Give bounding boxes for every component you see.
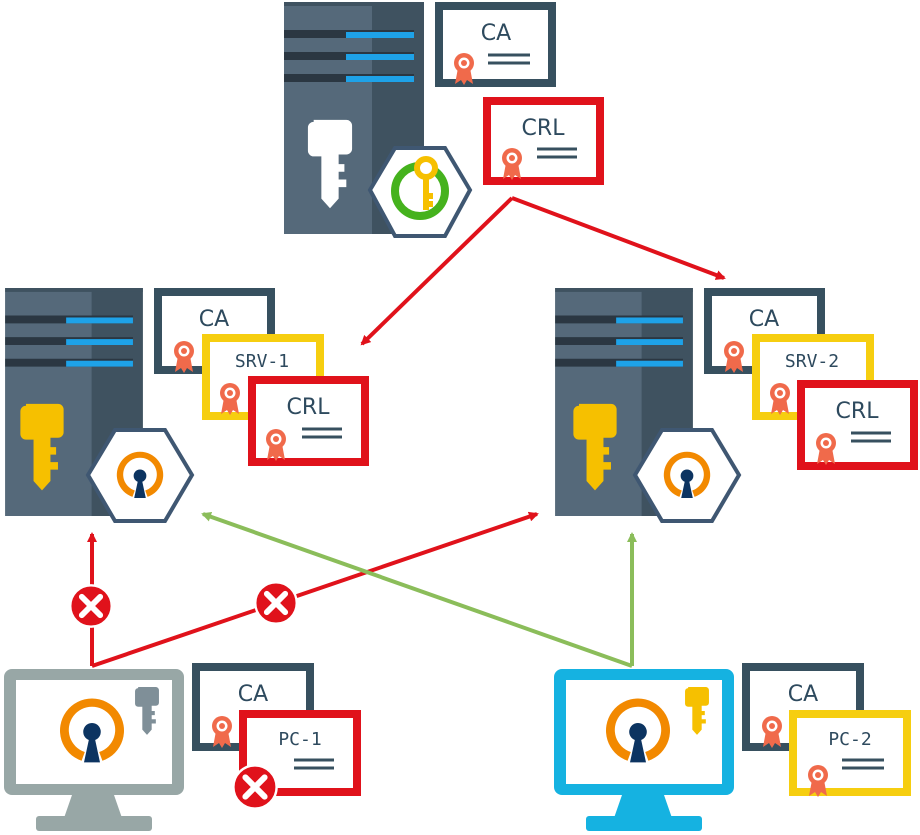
ribbon-seal-icon xyxy=(174,341,194,373)
ribbon-seal-icon xyxy=(808,765,828,797)
deny-icon-pc1-srv1 xyxy=(70,585,111,626)
revoked-icon xyxy=(233,765,276,808)
pc2-to-srv1-arrow xyxy=(201,511,633,668)
pc2-ca-label: CA xyxy=(788,682,818,707)
client-pc1: CA PC-1 xyxy=(4,663,361,831)
root-crl-label: CRL xyxy=(522,116,566,141)
pc2-cert-label: PC-2 xyxy=(828,729,871,750)
ribbon-seal-icon xyxy=(502,148,522,180)
deny-icon-pc1-srv2 xyxy=(255,582,296,623)
server-srv2: CA SRV-2 CRL xyxy=(555,288,918,523)
openvpn-hexagon-icon xyxy=(85,428,195,523)
client-pc2: CA PC-2 xyxy=(554,663,911,831)
ribbon-seal-icon xyxy=(212,716,232,748)
pc2-client-certificate: PC-2 xyxy=(789,710,911,797)
srv2-crl-label: CRL xyxy=(836,399,880,424)
server-srv1: CA SRV-1 CRL xyxy=(5,288,369,523)
srv1-ca-label: CA xyxy=(199,307,229,332)
srv2-crl-certificate: CRL xyxy=(797,380,918,470)
srv1-cert-label: SRV-1 xyxy=(235,351,289,372)
root-ca-server: CA CRL xyxy=(284,2,604,238)
crl-distribution-arrow-srv2 xyxy=(511,196,726,280)
crl-distribution-arrow-srv1 xyxy=(360,196,514,346)
root-ca-label: CA xyxy=(481,21,511,46)
ribbon-seal-icon xyxy=(454,53,474,85)
pc1-ca-label: CA xyxy=(238,682,268,707)
pc1-cert-label: PC-1 xyxy=(278,729,321,750)
srv2-ca-label: CA xyxy=(749,307,779,332)
srv2-cert-label: SRV-2 xyxy=(785,351,839,372)
connections xyxy=(70,196,726,668)
ribbon-seal-icon xyxy=(724,341,744,373)
ribbon-seal-icon xyxy=(762,716,782,748)
pc1-to-srv2-arrow xyxy=(91,511,539,668)
srv1-crl-label: CRL xyxy=(287,395,331,420)
ribbon-seal-icon xyxy=(770,383,790,415)
srv1-crl-certificate: CRL xyxy=(248,376,369,466)
root-ca-certificate: CA xyxy=(435,2,556,87)
ribbon-seal-icon xyxy=(816,433,836,465)
easy-rsa-hexagon-icon xyxy=(367,146,473,238)
ribbon-seal-icon xyxy=(266,429,286,461)
root-crl-certificate: CRL xyxy=(483,97,604,185)
ribbon-seal-icon xyxy=(220,383,240,415)
openvpn-hexagon-icon xyxy=(632,428,742,523)
